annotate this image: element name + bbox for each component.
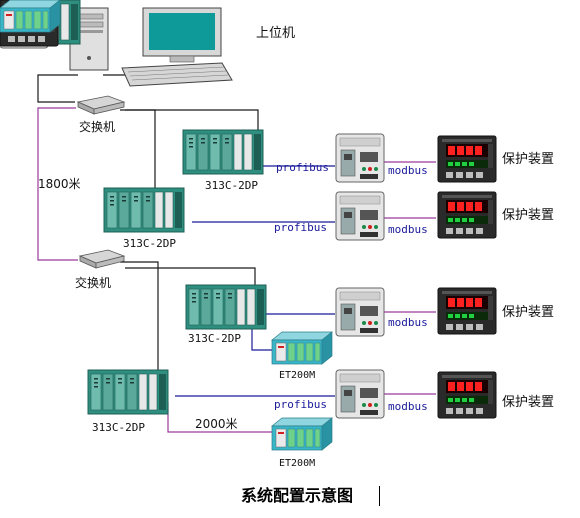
plc-rack-icon (185, 284, 267, 330)
wires (37, 74, 436, 433)
plc-label: 313C-2DP (205, 179, 258, 192)
et200m-module-icon (271, 331, 333, 365)
gateway-module-icon (335, 369, 385, 419)
plc-rack-icon (182, 129, 264, 175)
network-switch-icon (76, 95, 126, 115)
gateway-module-icon (335, 287, 385, 337)
plc-label: 313C-2DP (188, 332, 241, 345)
protection-meter-icon (437, 371, 497, 419)
plc-label: 313C-2DP (92, 421, 145, 434)
plc-rack-icon (103, 187, 185, 233)
et200m-module-icon (0, 0, 61, 33)
protection-meter-icon (437, 287, 497, 335)
switch-label-bottom: 交换机 (75, 275, 111, 290)
profibus-label: profibus (274, 398, 327, 411)
protection-label: 保护装置 (502, 305, 554, 320)
protection-meter-icon (437, 191, 497, 239)
protection-label: 保护装置 (502, 208, 554, 223)
et200m-module-icon (271, 417, 333, 451)
distance-2000-label: 2000米 (195, 417, 238, 431)
network-switch-icon (78, 249, 126, 269)
modbus-label: modbus (388, 400, 428, 413)
et200m-label: ET200M (279, 370, 315, 381)
modbus-label: modbus (388, 164, 428, 177)
profibus-label: profibus (274, 221, 327, 234)
gateway-module-icon (335, 191, 385, 241)
protection-label: 保护装置 (502, 152, 554, 167)
et200m-label: ET200M (279, 458, 315, 469)
diagram-caption: 系统配置示意图 (241, 486, 353, 505)
host-label: 上位机 (256, 26, 295, 41)
desktop-computer-icon (69, 7, 233, 87)
modbus-label: modbus (388, 316, 428, 329)
gateway-module-icon (335, 133, 385, 183)
protection-label: 保护装置 (502, 395, 554, 410)
profibus-label: profibus (276, 161, 329, 174)
plc-rack-icon (87, 369, 169, 415)
modbus-label: modbus (388, 223, 428, 236)
switch-label-top: 交换机 (79, 119, 115, 134)
plc-label: 313C-2DP (123, 237, 176, 250)
protection-meter-icon (437, 135, 497, 183)
distance-1800-label: 1800米 (38, 177, 81, 191)
text-cursor (379, 486, 380, 506)
